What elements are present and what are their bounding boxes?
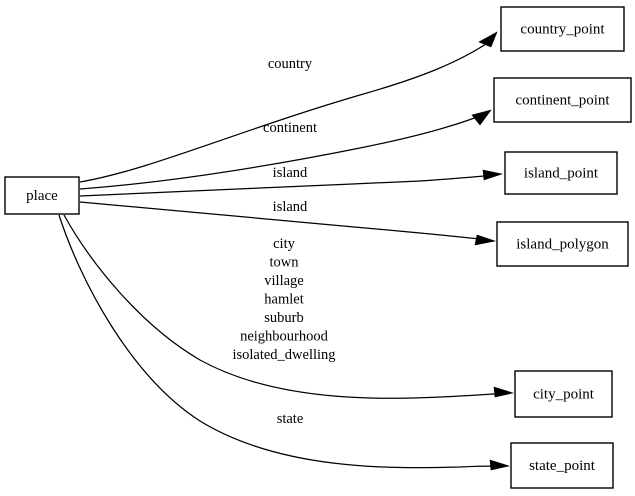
edge-label-place-continent_point: continent [263,120,317,136]
arrowhead-icon [482,169,504,181]
edge-place-island_point [79,169,504,197]
node-label: state_point [529,458,596,474]
edge-label-line: island [273,199,308,215]
node-label: place [26,188,58,204]
edge-place-continent_point [79,109,492,190]
edge-label-place-island_point: island [273,165,308,181]
edge-label-place-state_point: state [277,411,304,427]
arrowhead-icon [489,459,511,471]
edge-label-line: village [264,273,303,289]
edge-place-city_point [63,214,515,399]
edge-label-line: hamlet [264,292,303,308]
node-box[interactable] [504,151,618,195]
edge-label-place-country_point: country [268,56,313,72]
edge-label-place-island_polygon: island [273,199,308,215]
edge-label-line: isolated_dwelling [232,347,335,363]
edge-label-line: city [273,236,295,252]
node-island_polygon[interactable]: island_polygon [496,221,629,267]
node-box[interactable] [496,221,629,267]
edge-line [79,174,497,197]
node-label: country_point [520,21,605,37]
arrowhead-icon [478,31,498,48]
node-box[interactable] [500,6,625,52]
edge-label-line: town [270,255,300,271]
node-box[interactable] [493,77,632,123]
edge-label-line: country [268,56,313,72]
node-place[interactable]: place [4,176,80,215]
edge-line [63,214,508,399]
node-continent_point[interactable]: continent_point [493,77,632,123]
node-box[interactable] [4,176,80,215]
arrowhead-icon [471,109,492,126]
edge-line [79,201,490,241]
edge-labels-layer: country continent island island city town vill… [232,56,335,427]
node-box[interactable] [514,370,613,418]
node-city_point[interactable]: city_point [514,370,613,418]
edge-place-country_point [79,31,498,183]
node-label: city_point [533,386,595,402]
edge-place-state_point [58,214,511,471]
node-label: continent_point [515,92,610,108]
edge-label-line: island [273,165,308,181]
arrowhead-icon [493,386,515,398]
node-label: island_polygon [516,236,609,252]
node-box[interactable] [510,442,614,489]
node-island_point[interactable]: island_point [504,151,618,195]
edge-label-line: neighbourhood [240,329,329,345]
edge-line [79,39,493,183]
edge-line [58,214,504,469]
edge-label-line: state [277,411,304,427]
edges-layer [58,31,515,471]
edge-label-place-city_point: city town village hamlet suburb neighbourhood… [232,236,335,363]
nodes-layer: place country_point continent_point island_… [4,6,632,489]
edge-line [79,113,486,190]
node-country_point[interactable]: country_point [500,6,625,52]
edge-place-island_polygon [79,201,497,246]
node-state_point[interactable]: state_point [510,442,614,489]
arrowhead-icon [474,234,497,246]
edge-label-line: continent [263,120,317,136]
edge-label-line: suburb [264,310,303,326]
node-label: island_point [524,165,599,181]
